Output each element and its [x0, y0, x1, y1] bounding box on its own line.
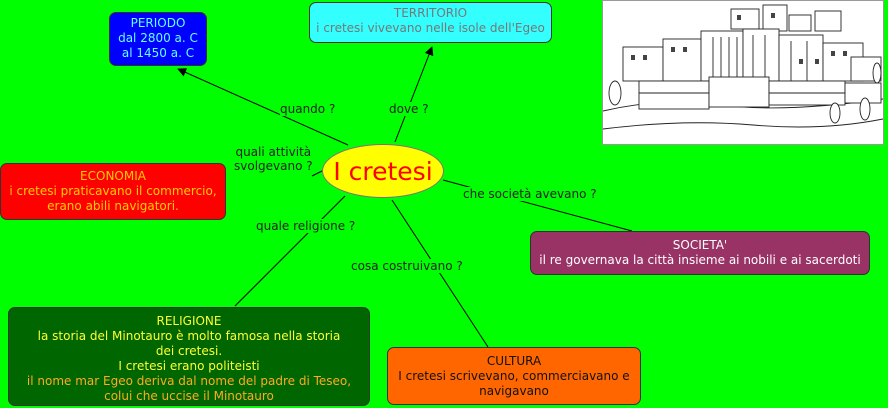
link-label-quando: quando ? [280, 102, 336, 116]
city-illustration [602, 0, 884, 145]
node-cultura: CULTURA I cretesi scrivevano, commerciav… [387, 347, 641, 405]
link-periodo [177, 68, 349, 146]
link-religione [234, 195, 346, 307]
node-economia: ECONOMIA i cretesi praticavano il commer… [0, 163, 226, 220]
node-societa: SOCIETA' il re governava la città insiem… [530, 231, 870, 275]
link-cultura [391, 199, 489, 348]
link-label-societa: che società avevano ? [463, 187, 597, 201]
link-label-dove: dove ? [389, 102, 429, 116]
ancient-city-illustration-icon [602, 4, 884, 130]
link-label-costruivano: cosa costruivano ? [351, 259, 463, 273]
link-label-attivita: quali attività svolgevano ? [234, 145, 313, 173]
node-religione: RELIGIONE la storia del Minotauro è molt… [8, 307, 370, 406]
link-territorio [394, 46, 434, 143]
node-periodo: PERIODO dal 2800 a. C al 1450 a. C [109, 12, 207, 66]
central-topic: I cretesi [322, 144, 444, 198]
node-territorio: TERRITORIO i cretesi vivevano nelle isol… [309, 2, 552, 43]
link-label-religione: quale religione ? [256, 219, 356, 233]
